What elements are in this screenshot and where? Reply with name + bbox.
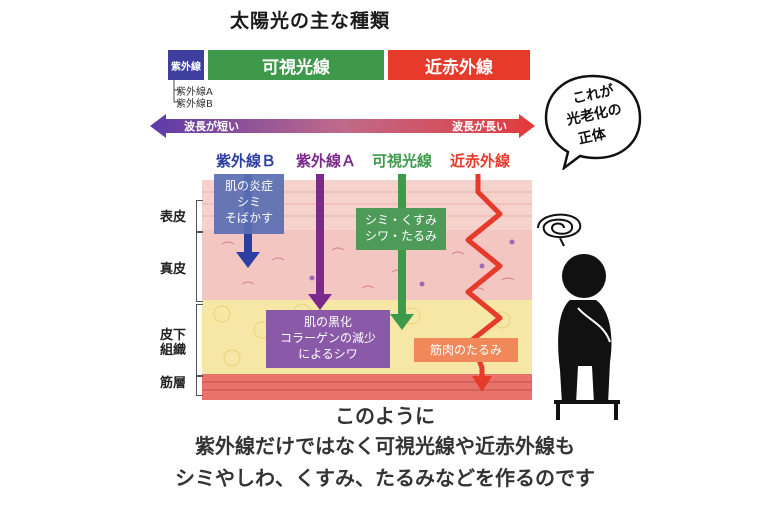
- uva-effect-box: 肌の黒化 コラーゲンの減少 によるシワ: [266, 310, 390, 368]
- worry-scribble-icon: [537, 213, 582, 247]
- bottom-line-3: シミやしわ、くすみ、たるみなどを作るのです: [175, 466, 595, 490]
- epidermis-label: 表皮: [160, 210, 187, 225]
- dermis-label: 真皮: [160, 262, 187, 277]
- uv-band: 紫外線: [168, 50, 204, 80]
- uva-effect-2: コラーゲンの減少: [279, 331, 376, 345]
- subcutis-label: 皮下 組織: [160, 328, 187, 358]
- crouching-person-icon: [554, 254, 620, 420]
- uva-effect-1: 肌の黒化: [303, 315, 352, 329]
- nir-band: 近赤外線: [388, 50, 530, 80]
- visible-band: 可視光線: [208, 50, 384, 80]
- nir-effect-box: 筋肉のたるみ: [414, 338, 518, 362]
- uva-effect-3: によるシワ: [298, 347, 358, 361]
- uvb-effect-1: 肌の炎症: [224, 179, 273, 193]
- uva-sub-label: 紫外線A: [176, 87, 213, 98]
- dermis-bracket: [196, 232, 203, 302]
- nir-heading: 近赤外線: [450, 152, 511, 170]
- bottom-line-2: 紫外線だけではなく可視光線や近赤外線も: [195, 434, 575, 458]
- uvb-heading: 紫外線Ｂ: [216, 152, 277, 170]
- band-divider: [204, 50, 208, 80]
- visible-effect-1: シミ・くすみ: [364, 213, 437, 227]
- long-wavelength-label: 波長が長い: [452, 120, 507, 133]
- subcutis-bracket: [196, 304, 203, 376]
- muscle-label: 筋層: [160, 376, 187, 391]
- muscle-bracket: [196, 376, 203, 396]
- visible-effect-box: シミ・くすみ シワ・たるみ: [356, 208, 446, 250]
- uv-sub-connector: [173, 80, 180, 103]
- uvb-effect-2: シミ: [236, 195, 261, 209]
- uvb-effect-box: 肌の炎症 シミ そばかす: [214, 174, 284, 234]
- uvb-effect-3: そばかす: [224, 211, 274, 225]
- bottom-line-1: このように: [335, 404, 435, 428]
- visible-effect-2: シワ・たるみ: [364, 229, 437, 243]
- diagram-title: 太陽光の主な種類: [230, 10, 391, 32]
- short-wavelength-label: 波長が短い: [184, 120, 239, 133]
- speech-bubble: [544, 74, 642, 170]
- uvb-sub-label: 紫外線B: [176, 99, 213, 110]
- uva-heading: 紫外線Ａ: [296, 152, 357, 170]
- epidermis-bracket: [196, 200, 203, 232]
- wavelength-arrow: [150, 114, 535, 138]
- visible-heading: 可視光線: [372, 152, 433, 170]
